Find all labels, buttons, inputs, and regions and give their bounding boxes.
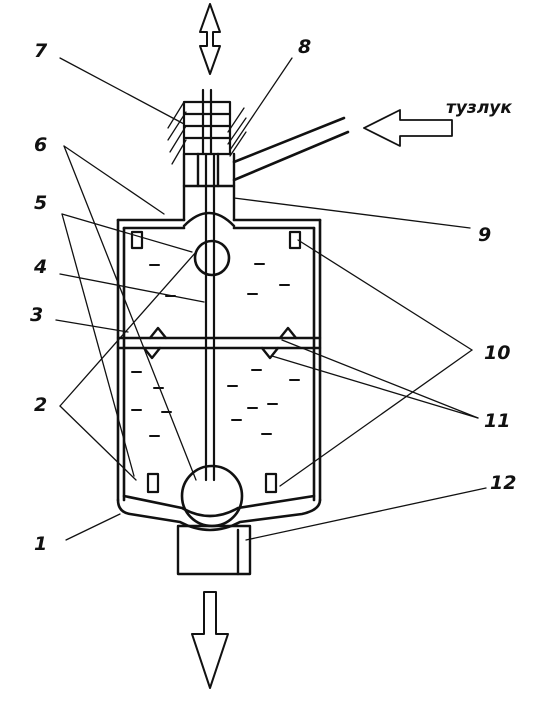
stem	[204, 152, 216, 482]
label-2: 2	[34, 394, 48, 416]
partition	[116, 326, 322, 360]
stop-lugs	[130, 230, 302, 494]
valve-head	[182, 152, 236, 222]
vessel-bottom	[116, 494, 322, 532]
vessel-body	[116, 211, 322, 502]
liquid-level-marks	[131, 263, 300, 437]
label-1: 1	[34, 533, 48, 555]
label-8: 8	[298, 36, 312, 58]
top-double-arrow	[199, 3, 221, 75]
brine-label: тузлук	[446, 98, 512, 118]
label-5: 5	[34, 192, 48, 214]
label-11: 11	[484, 410, 511, 432]
label-7: 7	[34, 40, 48, 62]
stuffing-box	[182, 88, 232, 156]
label-6: 6	[34, 134, 48, 156]
label-9: 9	[478, 224, 492, 246]
outflow-arrow	[191, 591, 229, 689]
brine-inlet-pipe	[232, 116, 350, 182]
label-3: 3	[30, 304, 44, 326]
leader-lines	[55, 57, 487, 541]
label-10: 10	[484, 342, 511, 364]
valve-balls	[180, 239, 244, 528]
label-12: 12	[490, 472, 517, 494]
label-4: 4	[34, 256, 48, 278]
brine-inflow-arrow	[363, 109, 453, 147]
discharge-nozzle	[176, 524, 252, 576]
